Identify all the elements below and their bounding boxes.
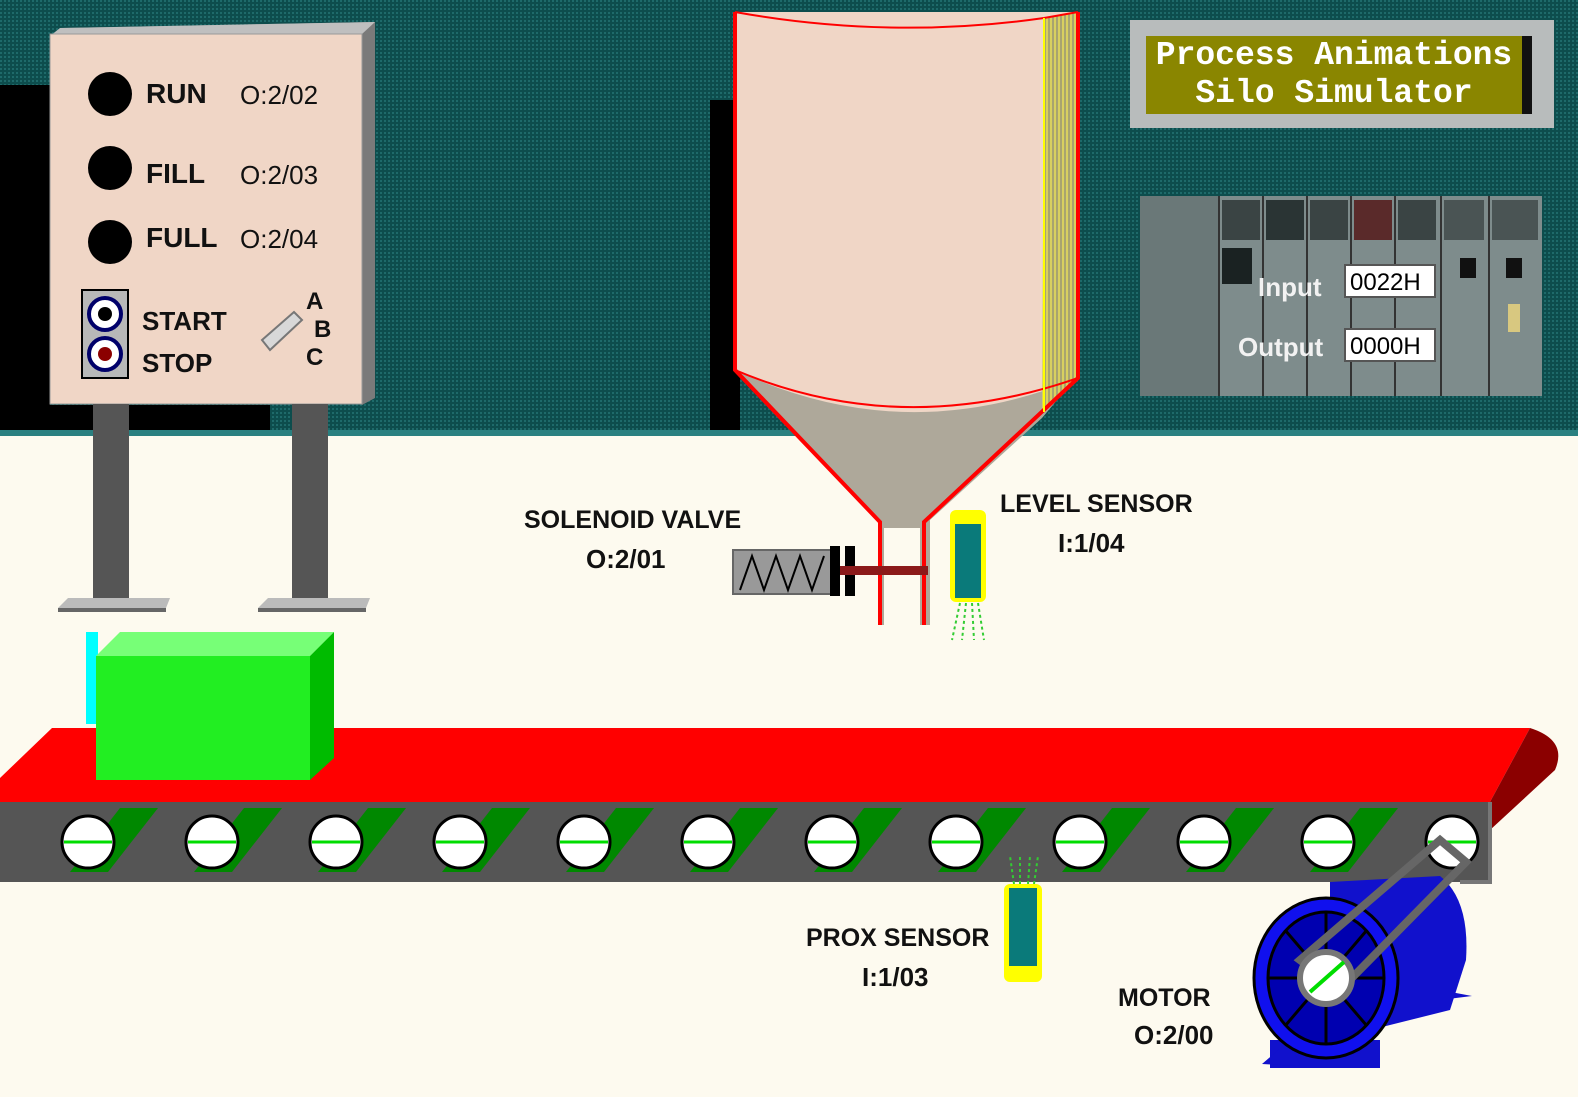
start-label: START xyxy=(142,306,227,337)
start-button[interactable] xyxy=(89,298,121,330)
plc-output-value: 0000H xyxy=(1344,328,1436,362)
motor-label: MOTOR xyxy=(1118,984,1211,1013)
selector-b-label: B xyxy=(314,316,331,344)
motor-address: O:2/00 xyxy=(1134,1020,1214,1051)
plc-rack xyxy=(1140,196,1542,396)
run-label: RUN xyxy=(146,78,207,110)
fill-label: FILL xyxy=(146,158,205,190)
level-sensor-address: I:1/04 xyxy=(1058,528,1125,559)
fill-address: O:2/03 xyxy=(240,160,318,191)
stop-button[interactable] xyxy=(89,338,121,370)
wall-shadow-left xyxy=(0,85,50,434)
plc-output-label: Output xyxy=(1238,332,1323,363)
product-box xyxy=(86,632,334,780)
prox-sensor-label: PROX SENSOR xyxy=(806,924,989,953)
wall-shadow-panel xyxy=(50,405,270,434)
title-line-2: Silo Simulator xyxy=(1146,74,1522,114)
solenoid-label: SOLENOID VALVE xyxy=(524,506,741,535)
wall-baseline xyxy=(0,430,1578,436)
run-address: O:2/02 xyxy=(240,80,318,111)
plc-input-label: Input xyxy=(1258,272,1322,303)
level-sensor-label: LEVEL SENSOR xyxy=(1000,490,1193,519)
solenoid-address: O:2/01 xyxy=(586,544,666,575)
fill-light-icon xyxy=(88,146,132,190)
title-line-1: Process Animations xyxy=(1146,36,1522,76)
prox-sensor-address: I:1/03 xyxy=(862,962,929,993)
stop-label: STOP xyxy=(142,348,212,379)
selector-c-label: C xyxy=(306,344,323,372)
plc-input-value: 0022H xyxy=(1344,264,1436,298)
title-box: Process Animations Silo Simulator xyxy=(1130,20,1554,128)
full-address: O:2/04 xyxy=(240,224,318,255)
full-label: FULL xyxy=(146,222,218,254)
full-light-icon xyxy=(88,220,132,264)
run-light-icon xyxy=(88,72,132,116)
selector-a-label: A xyxy=(306,288,323,316)
